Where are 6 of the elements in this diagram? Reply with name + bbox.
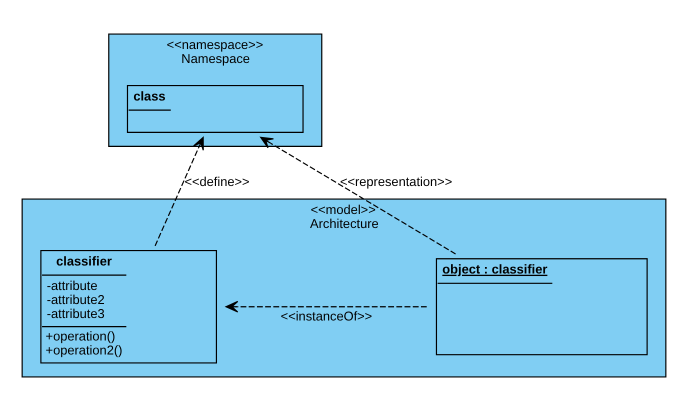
edge-label: <<representation>> xyxy=(340,173,452,188)
arrow xyxy=(260,136,456,254)
arrow xyxy=(225,300,427,312)
arrow xyxy=(154,136,204,246)
edge-label: <<define>> xyxy=(184,173,250,188)
edge-label: <<instanceOf>> xyxy=(280,308,372,324)
